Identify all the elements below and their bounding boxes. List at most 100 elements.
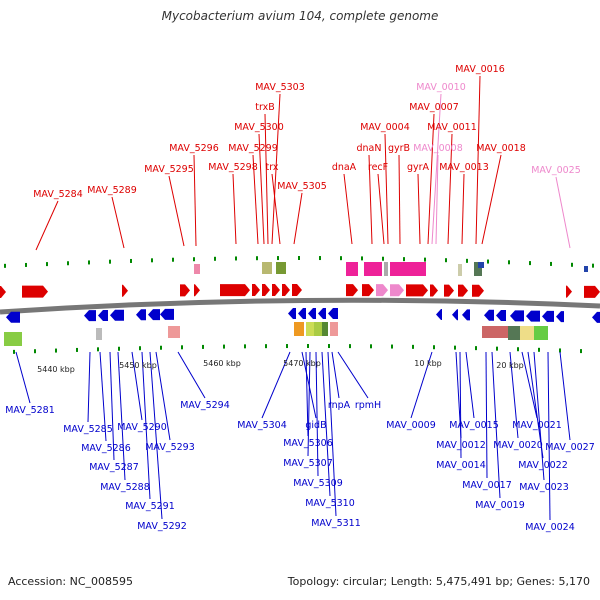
gene-label-top[interactable]: MAV_0016	[455, 64, 505, 75]
forward-gene-arrow[interactable]	[346, 284, 358, 297]
feature-box[interactable]	[508, 326, 520, 340]
feature-box[interactable]	[314, 322, 322, 336]
gene-label-top[interactable]: dnaN	[357, 143, 382, 154]
forward-gene-arrow[interactable]	[194, 284, 200, 297]
reverse-gene-arrow[interactable]	[452, 309, 458, 321]
gene-label-top[interactable]: dnaA	[332, 162, 357, 173]
gene-label-bottom[interactable]: MAV_0023	[519, 482, 569, 493]
feature-box[interactable]	[458, 264, 462, 276]
gene-label-bottom[interactable]: MAV_5291	[125, 501, 175, 512]
reverse-gene-arrow[interactable]	[6, 311, 20, 323]
gene-label-bottom[interactable]: MAV_0024	[525, 522, 575, 533]
gene-label-top[interactable]: MAV_0011	[427, 122, 477, 133]
gene-label-bottom[interactable]: MAV_5288	[100, 482, 150, 493]
gene-label-bottom[interactable]: rnpA	[328, 400, 351, 411]
gene-label-bottom[interactable]: MAV_0015	[449, 420, 499, 431]
forward-gene-arrow[interactable]	[390, 284, 404, 297]
reverse-gene-arrow[interactable]	[160, 308, 174, 320]
reverse-gene-arrow[interactable]	[84, 310, 96, 322]
feature-box[interactable]	[390, 262, 426, 276]
gene-label-bottom[interactable]: MAV_0027	[545, 442, 595, 453]
reverse-gene-arrow[interactable]	[136, 309, 146, 321]
forward-gene-arrow[interactable]	[180, 284, 190, 297]
gene-label-bottom[interactable]: MAV_5311	[311, 518, 361, 529]
gene-label-top[interactable]: MAV_5298	[208, 162, 258, 173]
feature-box[interactable]	[584, 266, 588, 272]
feature-box[interactable]	[4, 332, 22, 346]
forward-gene-arrow[interactable]	[22, 285, 48, 298]
gene-label-bottom[interactable]: MAV_5290	[117, 422, 167, 433]
forward-gene-arrow[interactable]	[430, 284, 438, 297]
feature-box[interactable]	[306, 322, 314, 336]
forward-gene-arrow[interactable]	[444, 284, 454, 297]
feature-box[interactable]	[276, 262, 286, 274]
feature-box[interactable]	[330, 322, 338, 336]
feature-box[interactable]	[294, 322, 304, 336]
reverse-gene-arrow[interactable]	[288, 308, 296, 320]
feature-box[interactable]	[474, 262, 482, 276]
gene-label-top[interactable]: gyrB	[388, 143, 410, 154]
gene-label-top[interactable]: recF	[368, 162, 388, 173]
gene-label-bottom[interactable]: MAV_5293	[145, 442, 195, 453]
gene-label-top[interactable]: MAV_5295	[144, 164, 194, 175]
reverse-gene-arrow[interactable]	[110, 309, 124, 321]
feature-box[interactable]	[262, 262, 272, 274]
reverse-gene-arrow[interactable]	[436, 309, 442, 321]
feature-box[interactable]	[346, 262, 358, 276]
gene-label-top[interactable]: MAV_5289	[87, 185, 137, 196]
feature-box[interactable]	[384, 262, 388, 276]
reverse-gene-arrow[interactable]	[542, 310, 554, 322]
gene-label-top[interactable]: MAV_5303	[255, 82, 305, 93]
gene-label-top[interactable]: MAV_5284	[33, 189, 83, 200]
forward-gene-arrow[interactable]	[458, 284, 468, 297]
feature-box[interactable]	[478, 262, 484, 268]
gene-label-bottom[interactable]: MAV_5306	[283, 438, 333, 449]
reverse-gene-arrow[interactable]	[328, 308, 338, 320]
gene-label-bottom[interactable]: MAV_0019	[475, 500, 525, 511]
gene-label-top[interactable]: MAV_0004	[360, 122, 410, 133]
gene-label-bottom[interactable]: rpmH	[355, 400, 381, 411]
forward-gene-arrow[interactable]	[376, 284, 388, 297]
feature-box[interactable]	[520, 326, 534, 340]
forward-gene-arrow[interactable]	[220, 284, 250, 297]
feature-box[interactable]	[96, 328, 102, 340]
forward-gene-arrow[interactable]	[406, 284, 428, 297]
feature-box[interactable]	[482, 326, 508, 338]
gene-label-bottom[interactable]: MAV_0012	[436, 440, 486, 451]
reverse-gene-arrow[interactable]	[298, 308, 306, 320]
forward-gene-arrow[interactable]	[584, 285, 600, 298]
reverse-gene-arrow[interactable]	[592, 311, 600, 323]
reverse-gene-arrow[interactable]	[148, 309, 160, 321]
gene-label-top[interactable]: trx	[266, 162, 279, 173]
reverse-gene-arrow[interactable]	[318, 308, 326, 320]
reverse-gene-arrow[interactable]	[308, 308, 316, 320]
gene-label-top[interactable]: MAV_0018	[476, 143, 526, 154]
gene-label-bottom[interactable]: MAV_5294	[180, 400, 230, 411]
gene-label-top[interactable]: MAV_5296	[169, 143, 219, 154]
gene-label-top[interactable]: MAV_0010	[416, 82, 466, 93]
feature-box[interactable]	[534, 326, 548, 340]
reverse-gene-arrow[interactable]	[462, 309, 470, 321]
forward-gene-arrow[interactable]	[282, 284, 290, 297]
feature-box[interactable]	[168, 326, 180, 338]
gene-label-top[interactable]: MAV_0013	[439, 162, 489, 173]
reverse-gene-arrow[interactable]	[484, 309, 494, 321]
gene-label-bottom[interactable]: MAV_5287	[89, 462, 139, 473]
reverse-gene-arrow[interactable]	[526, 310, 540, 322]
reverse-gene-arrow[interactable]	[510, 310, 524, 322]
forward-gene-arrow[interactable]	[0, 285, 6, 298]
gene-label-bottom[interactable]: MAV_0017	[462, 480, 512, 491]
gene-label-bottom[interactable]: MAV_0022	[518, 460, 568, 471]
gene-label-bottom[interactable]: MAV_0021	[512, 420, 562, 431]
forward-gene-arrow[interactable]	[566, 285, 572, 298]
feature-box[interactable]	[194, 264, 200, 274]
gene-label-bottom[interactable]: MAV_5304	[237, 420, 287, 431]
gene-label-bottom[interactable]: MAV_0009	[386, 420, 436, 431]
gene-label-top[interactable]: MAV_5300	[234, 122, 284, 133]
reverse-gene-arrow[interactable]	[98, 309, 108, 321]
gene-label-bottom[interactable]: MAV_5307	[283, 458, 333, 469]
reverse-gene-arrow[interactable]	[496, 310, 506, 322]
gene-label-top[interactable]: trxB	[255, 102, 275, 113]
gene-label-bottom[interactable]: MAV_5285	[63, 424, 113, 435]
